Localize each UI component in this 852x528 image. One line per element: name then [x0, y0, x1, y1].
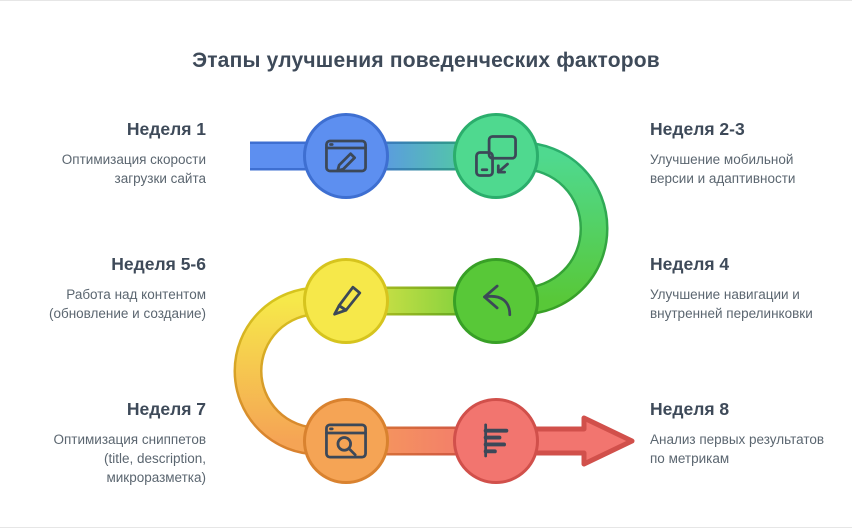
- marker-icon: [333, 285, 362, 316]
- week-description: Оптимизация сниппетов (title, descriptio…: [53, 432, 206, 486]
- label-week4: Неделя 4 Улучшение навигации и внутренне…: [650, 254, 832, 323]
- page-title: Этапы улучшения поведенческих факторов: [192, 49, 660, 72]
- snippet-search-icon: [325, 423, 367, 459]
- week-heading: Неделя 4: [650, 254, 730, 274]
- responsive-icon: [475, 135, 517, 177]
- week-heading: Неделя 1: [126, 119, 206, 139]
- label-week1: Неделя 1 Оптимизация скорости загрузки с…: [28, 119, 206, 188]
- week-description: Анализ первых результатов по метрикам: [650, 432, 825, 467]
- week-heading: Неделя 5-6: [111, 254, 206, 274]
- week-description: Работа над контентом (обновление и созда…: [48, 287, 206, 322]
- undo-arrow-icon: [483, 284, 512, 317]
- label-week2-3: Неделя 2-3 Улучшение мобильной версии и …: [650, 119, 832, 188]
- label-week7: Неделя 7 Оптимизация сниппетов (title, d…: [28, 399, 206, 487]
- label-week8: Неделя 8 Анализ первых результатов по ме…: [650, 399, 832, 468]
- speed-pencil-icon: [325, 139, 367, 173]
- node-week5-6: [303, 258, 389, 344]
- node-week8: [453, 398, 539, 484]
- week-heading: Неделя 7: [126, 399, 206, 419]
- week-description: Улучшение навигации и внутренней перелин…: [650, 287, 813, 322]
- node-week4: [453, 258, 539, 344]
- bar-chart-icon: [483, 423, 509, 458]
- node-week7: [303, 398, 389, 484]
- flow-segment-right-curve: [470, 144, 606, 313]
- week-description: Улучшение мобильной версии и адаптивност…: [650, 152, 796, 187]
- week-description: Оптимизация скорости загрузки сайта: [61, 152, 206, 187]
- label-week5-6: Неделя 5-6 Работа над контентом (обновле…: [28, 254, 206, 323]
- flow-segment-left-curve: [235, 289, 346, 453]
- node-week1: [303, 113, 389, 199]
- week-heading: Неделя 2-3: [650, 119, 745, 139]
- week-heading: Неделя 8: [650, 399, 730, 419]
- node-week2-3: [453, 113, 539, 199]
